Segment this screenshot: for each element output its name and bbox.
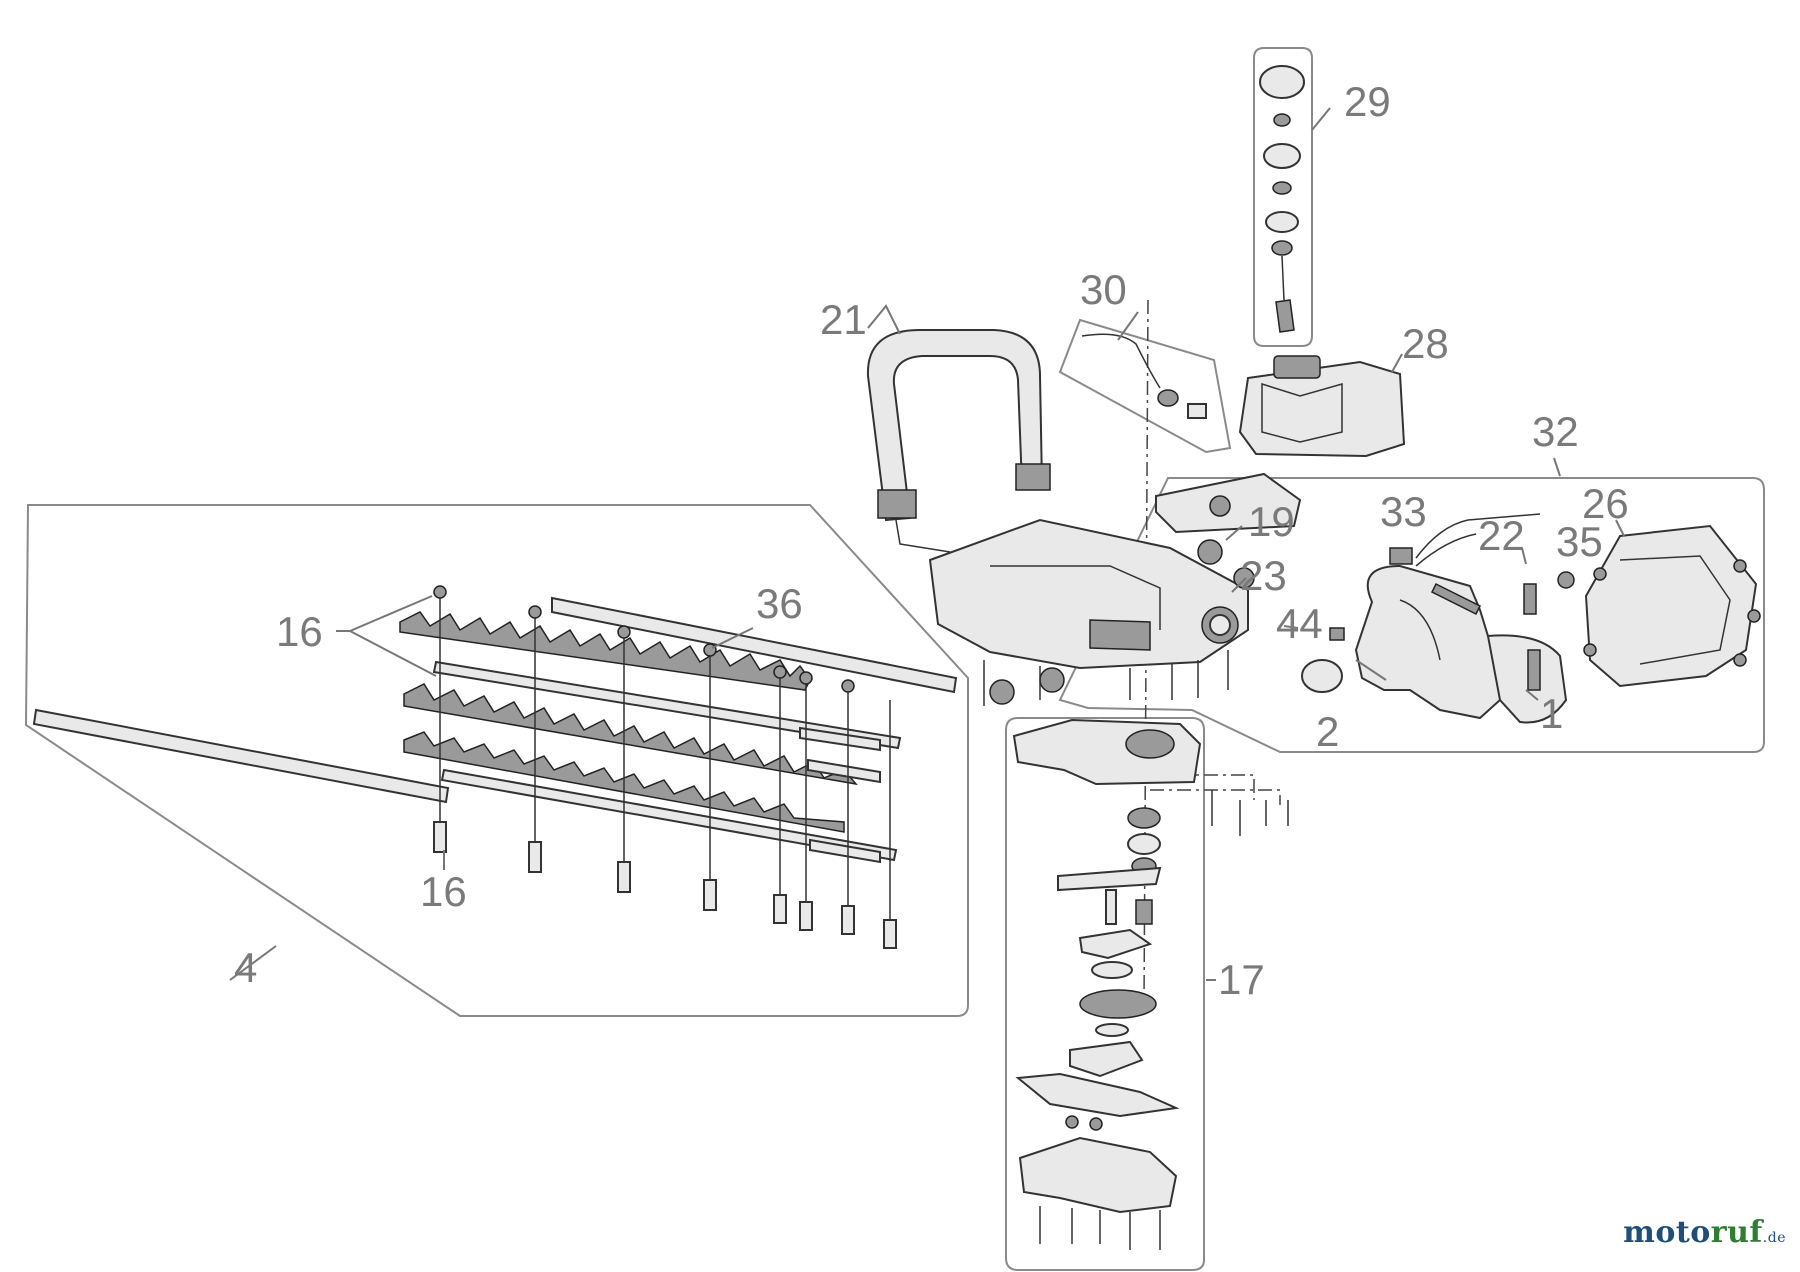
callout-labels: 16 36 16 4 21 30 29 28 32 19 23 33 22 35…	[234, 78, 1629, 1003]
watermark-logo: motoruf.de	[1623, 1215, 1786, 1250]
small-strip-a	[799, 726, 881, 752]
blade-assembly-outline	[24, 504, 969, 1017]
callout-1: 1	[1540, 690, 1563, 737]
upper-cutting-blade	[399, 611, 811, 691]
watermark-part-3: .de	[1762, 1230, 1786, 1246]
rear-handle-assembly	[1301, 513, 1761, 724]
front-handle-bar	[866, 329, 1051, 553]
leader-lines	[229, 107, 1625, 981]
callout-2: 2	[1316, 708, 1339, 755]
callout-23: 23	[1240, 552, 1287, 599]
lower-flat-strip	[440, 768, 898, 862]
small-strip-b	[807, 758, 881, 784]
blade-bolts	[433, 585, 897, 949]
fuel-cap-assembly-outline	[1253, 47, 1313, 347]
callout-32: 32	[1532, 408, 1579, 455]
callout-28: 28	[1402, 320, 1449, 367]
fuel-line-kit-outline	[1058, 318, 1232, 454]
blade-spacer-strip	[432, 660, 902, 750]
hedge-blade-assembly	[32, 585, 958, 949]
callout-16-upper: 16	[276, 608, 323, 655]
fuel-tank	[1238, 355, 1406, 458]
callout-36: 36	[756, 580, 803, 627]
fuel-line-kit	[1081, 333, 1207, 419]
gearbox-assembly-outline	[1005, 717, 1205, 1271]
rear-handle-assembly-outline	[1058, 477, 1765, 753]
callout-4: 4	[234, 944, 257, 991]
callout-19: 19	[1248, 498, 1295, 545]
guide-bar-lower	[32, 708, 450, 804]
gearbox-assembly	[1012, 718, 1289, 1250]
watermark-part-2: ruf	[1710, 1215, 1763, 1250]
callout-22: 22	[1478, 512, 1525, 559]
callout-26: 26	[1582, 480, 1629, 527]
callout-29: 29	[1344, 78, 1391, 125]
axis-branch-right-2	[1150, 789, 1281, 805]
small-strip-c	[809, 838, 881, 864]
guide-bar-36	[551, 596, 958, 694]
callout-17: 17	[1218, 956, 1265, 1003]
callout-33: 33	[1380, 488, 1427, 535]
engine-housing-base	[928, 472, 1302, 706]
callout-44: 44	[1276, 600, 1323, 647]
callout-30: 30	[1080, 266, 1127, 313]
watermark-part-1: moto	[1623, 1215, 1711, 1250]
callout-16-lower: 16	[420, 868, 467, 915]
callout-35: 35	[1556, 518, 1603, 565]
fuel-cap-parts	[1259, 65, 1305, 333]
callout-21: 21	[820, 296, 867, 343]
